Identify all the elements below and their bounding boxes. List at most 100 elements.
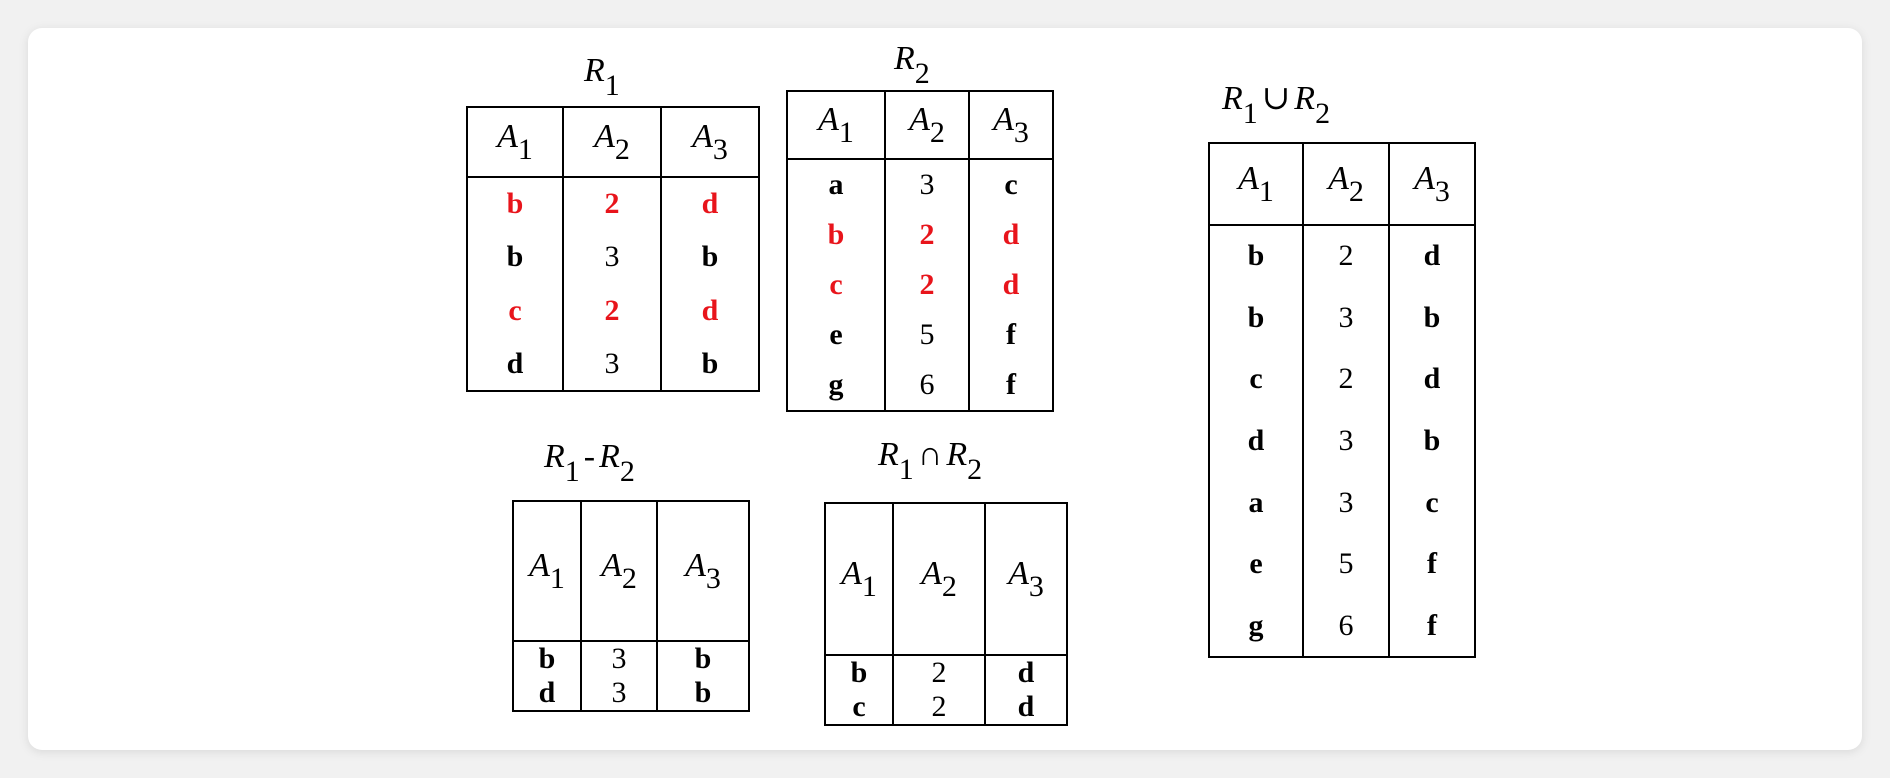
r2-header-a1: A1 <box>786 91 886 160</box>
r1-header-a3-sub: 3 <box>712 132 728 166</box>
intersection-title-left-sub: 1 <box>898 453 914 486</box>
intersection-header-a1: A1 <box>824 503 894 656</box>
r2-title-name: R <box>894 40 915 77</box>
difference-title-left: R <box>544 438 565 475</box>
intersection-header-a2: A2 <box>892 503 986 656</box>
union-cell-r3-c2: 2 <box>1302 348 1390 411</box>
r2-header-a3-name: A <box>993 100 1014 138</box>
union-cell-r2-c2: 3 <box>1302 286 1390 349</box>
r2-cell-r2-c2: 2 <box>884 209 970 260</box>
intersection-header-a3-name: A <box>1008 554 1029 592</box>
r1-title-sub: 1 <box>604 69 620 102</box>
r1-header-a1-sub: 1 <box>517 132 533 166</box>
union-header-a3: A3 <box>1388 143 1476 226</box>
r2-header-a3-sub: 3 <box>1013 115 1029 149</box>
union-cell-r3-c1: c <box>1208 348 1304 411</box>
intersection-header-a2-sub: 2 <box>941 569 957 603</box>
r2-cell-r3-c3: d <box>968 259 1054 311</box>
union-cell-r1-c3: d <box>1388 225 1476 287</box>
union-cell-r1-c1: b <box>1208 225 1304 287</box>
difference-cell-r2-c3: b <box>656 676 750 711</box>
r2-cell-r5-c3: f <box>968 360 1054 411</box>
r1-cell-r1-c3: d <box>660 177 760 231</box>
intersection-cell-r2-c3: d <box>984 690 1068 725</box>
r2-cell-r4-c3: f <box>968 310 1054 361</box>
r2-header-a1-sub: 1 <box>838 115 854 149</box>
r2-header-a3: A3 <box>968 91 1054 160</box>
difference-header-a1-sub: 1 <box>549 561 565 595</box>
union-header-a3-sub: 3 <box>1434 174 1450 208</box>
difference-cell-r2-c2: 3 <box>580 676 658 711</box>
intersection-cell-r2-c1: c <box>824 690 894 725</box>
r2-cell-r4-c2: 5 <box>884 310 970 361</box>
r1-cell-r4-c3: b <box>660 337 760 391</box>
r2-cell-r5-c2: 6 <box>884 360 970 411</box>
intersection-cell-r1-c2: 2 <box>892 655 986 690</box>
union-cell-r4-c1: d <box>1208 410 1304 472</box>
r1-header-a2-sub: 2 <box>614 132 630 166</box>
r1-cell-r1-c2: 2 <box>562 177 662 231</box>
r1-header-a3: A3 <box>660 107 760 178</box>
union-cell-r6-c3: f <box>1388 533 1476 596</box>
difference-header-a1-name: A <box>529 546 550 584</box>
r1-cell-r2-c2: 3 <box>562 230 662 284</box>
intersection-header-a3-sub: 3 <box>1028 569 1044 603</box>
intersection-title-right-sub: 2 <box>967 453 983 486</box>
union-title-left: R <box>1222 80 1243 117</box>
union-cell-r5-c1: a <box>1208 471 1304 534</box>
r2-header-a1-name: A <box>818 100 839 138</box>
intersection-cell-r1-c3: d <box>984 655 1068 690</box>
r2-cell-r2-c1: b <box>786 209 886 260</box>
difference-header-a3: A3 <box>656 501 750 642</box>
intersection-operator: ∩ <box>917 436 943 473</box>
union-header-a3-name: A <box>1414 159 1435 197</box>
intersection-cell-r1-c1: b <box>824 655 894 690</box>
union-cell-r5-c3: c <box>1388 471 1476 534</box>
r1-cell-r2-c3: b <box>660 230 760 284</box>
difference-cell-r1-c1: b <box>512 641 582 676</box>
intersection-header-a3: A3 <box>984 503 1068 656</box>
union-cell-r2-c3: b <box>1388 286 1476 349</box>
union-cell-r4-c3: b <box>1388 410 1476 472</box>
union-cell-r5-c2: 3 <box>1302 471 1390 534</box>
union-header-a2-sub: 2 <box>1348 174 1364 208</box>
r2-header-a2-name: A <box>909 100 930 138</box>
difference-header-a2-sub: 2 <box>621 561 637 595</box>
difference-cell-r1-c3: b <box>656 641 750 676</box>
union-cell-r1-c2: 2 <box>1302 225 1390 287</box>
intersection-header-a2-name: A <box>921 554 942 592</box>
union-cell-r2-c1: b <box>1208 286 1304 349</box>
union-cell-r7-c3: f <box>1388 595 1476 657</box>
r1-cell-r4-c2: 3 <box>562 337 662 391</box>
difference-title-right: R <box>599 438 620 475</box>
difference-header-a3-sub: 3 <box>705 561 721 595</box>
r1-header-a3-name: A <box>692 117 713 155</box>
union-title: R1∪R2 <box>1222 82 1330 129</box>
union-cell-r3-c3: d <box>1388 348 1476 411</box>
r2-cell-r3-c1: c <box>786 259 886 311</box>
r1-header-a1-name: A <box>497 117 518 155</box>
r2-cell-r1-c3: c <box>968 159 1054 210</box>
r2-header-a2-sub: 2 <box>929 115 945 149</box>
r1-cell-r3-c2: 2 <box>562 284 662 338</box>
difference-cell-r1-c2: 3 <box>580 641 658 676</box>
difference-header-a2: A2 <box>580 501 658 642</box>
